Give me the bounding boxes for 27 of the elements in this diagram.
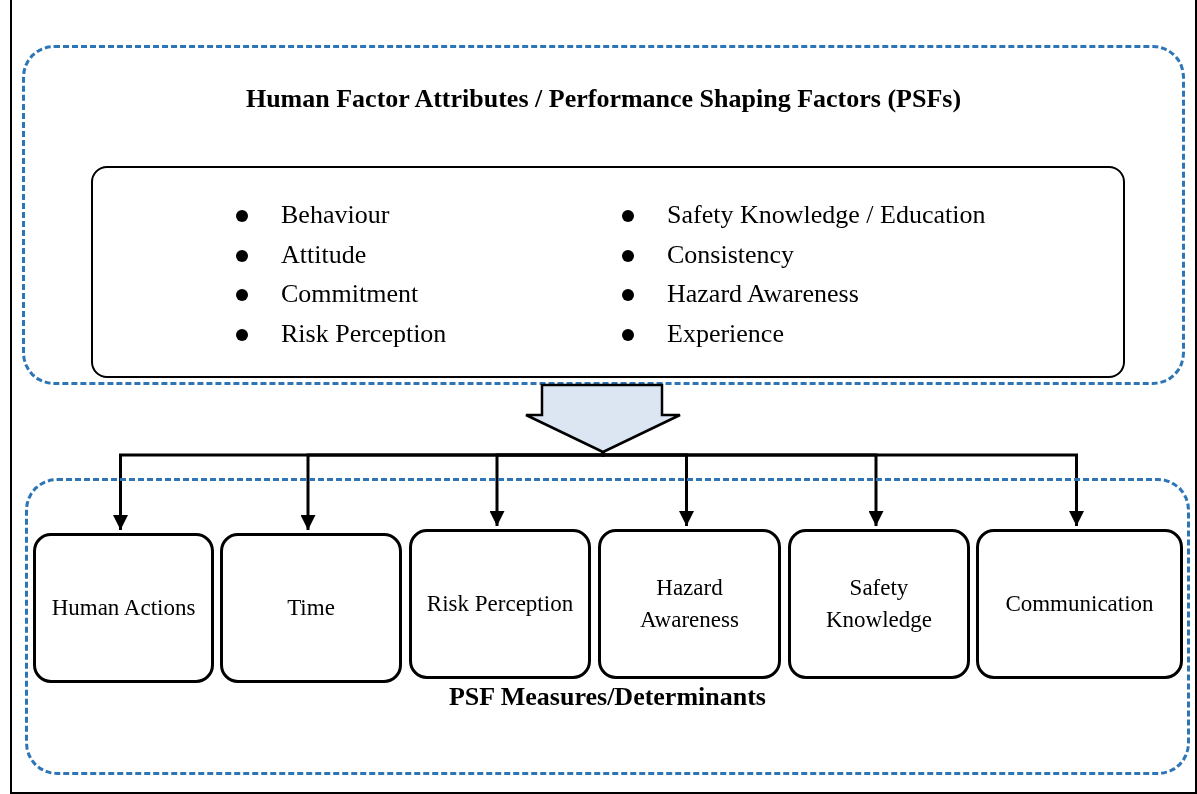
measure-box — [220, 533, 402, 683]
group-panel — [25, 478, 1190, 775]
box-label: Communication — [1004, 590, 1155, 618]
measure-box — [788, 529, 970, 679]
list-item: Hazard Awareness — [667, 278, 859, 310]
section-caption: PSF Measures/Determinants — [448, 682, 767, 712]
list-item: Commitment — [281, 278, 419, 310]
list-item: Attitude — [281, 238, 367, 271]
box-label: Time — [286, 594, 336, 622]
measure-box — [33, 533, 214, 683]
measure-box — [598, 529, 781, 679]
list-item: Consistency — [667, 238, 795, 271]
list-item: Risk Perception — [281, 317, 447, 350]
box-label: Human Actions — [50, 594, 197, 622]
group-panel — [22, 45, 1185, 385]
arrow — [489, 452, 605, 526]
list-item: Behaviour — [281, 199, 390, 231]
box-label: Hazard Awareness — [639, 574, 740, 634]
box-label: Risk Perception — [425, 590, 575, 618]
attribute-list-box — [91, 166, 1125, 378]
arrow — [601, 451, 1084, 526]
measure-box — [409, 529, 591, 679]
section-title: Human Factor Attributes / Performance Shaping Factors (PSFs) — [244, 84, 963, 114]
measure-box — [976, 529, 1183, 679]
box-label: Safety Knowledge — [825, 574, 933, 634]
list-item: Experience — [667, 317, 784, 350]
list-item: Safety Knowledge / Education — [667, 199, 986, 231]
